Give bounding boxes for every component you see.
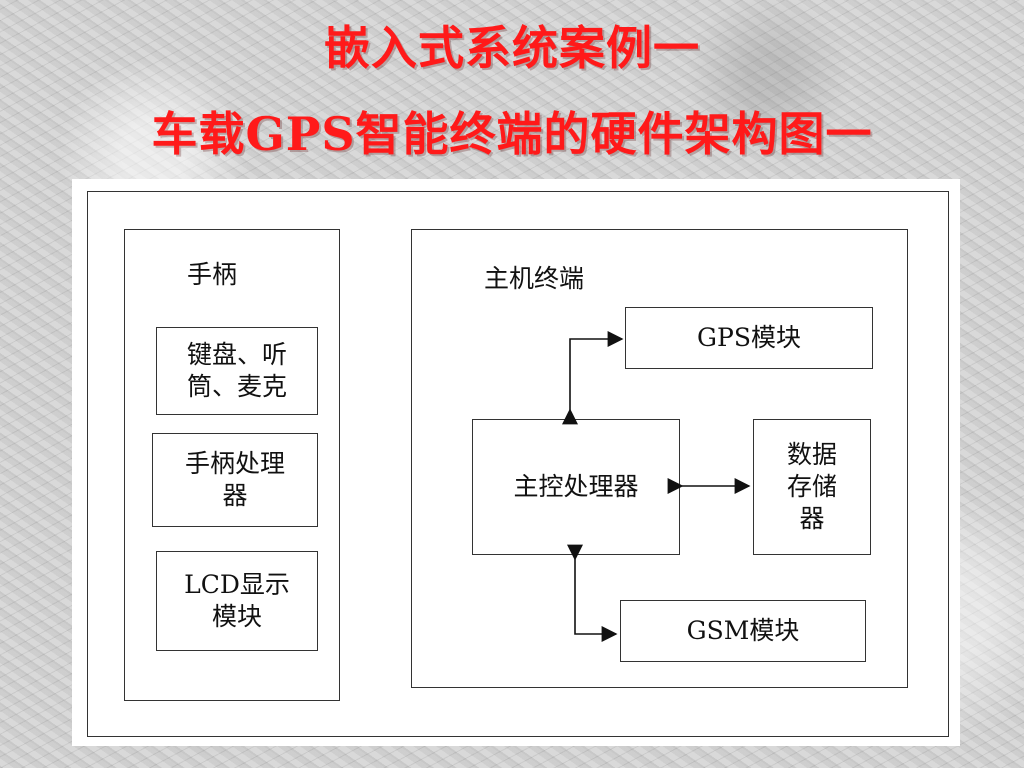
keyboard-line1: 键盘、听 xyxy=(186,340,287,369)
gsm-module-label: GSM模块 xyxy=(686,616,800,645)
gps-module-label: GPS模块 xyxy=(697,323,801,352)
lcd-line2: 模块 xyxy=(211,602,262,631)
gps-processor-connector xyxy=(562,331,624,425)
handset-label: 手柄 xyxy=(187,260,238,289)
storage-line3: 器 xyxy=(799,504,825,533)
keyboard-box: 键盘、听 筒、麦克 xyxy=(156,327,318,415)
handset-processor-line1: 手柄处理 xyxy=(184,449,285,478)
main-processor-box: 主控处理器 xyxy=(472,419,680,555)
keyboard-line2: 筒、麦克 xyxy=(186,372,287,401)
lcd-line1: LCD显示 xyxy=(184,570,290,599)
connector-layer xyxy=(562,331,751,642)
storage-line1: 数据 xyxy=(786,440,837,469)
lcd-box: LCD显示 模块 xyxy=(156,551,318,651)
gps-module-box: GPS模块 xyxy=(625,307,873,369)
handset-processor-line2: 器 xyxy=(222,481,248,510)
slide-title-line1: 嵌入式系统案例一 xyxy=(324,21,700,75)
processor-gsm-connector xyxy=(567,544,618,642)
diagram-panel: 手柄 键盘、听 筒、麦克 手柄处理 器 LCD显示 模块 主机终端 GPS模块 … xyxy=(72,179,960,746)
slide-title-line2: 车载GPS智能终端的硬件架构图一 xyxy=(151,107,873,161)
main-processor-label: 主控处理器 xyxy=(513,472,639,501)
storage-box: 数据 存储 器 xyxy=(753,419,871,555)
storage-line2: 存储 xyxy=(786,472,837,501)
gsm-module-box: GSM模块 xyxy=(620,600,866,662)
handset-processor-box: 手柄处理 器 xyxy=(152,433,318,527)
host-label: 主机终端 xyxy=(484,264,585,293)
